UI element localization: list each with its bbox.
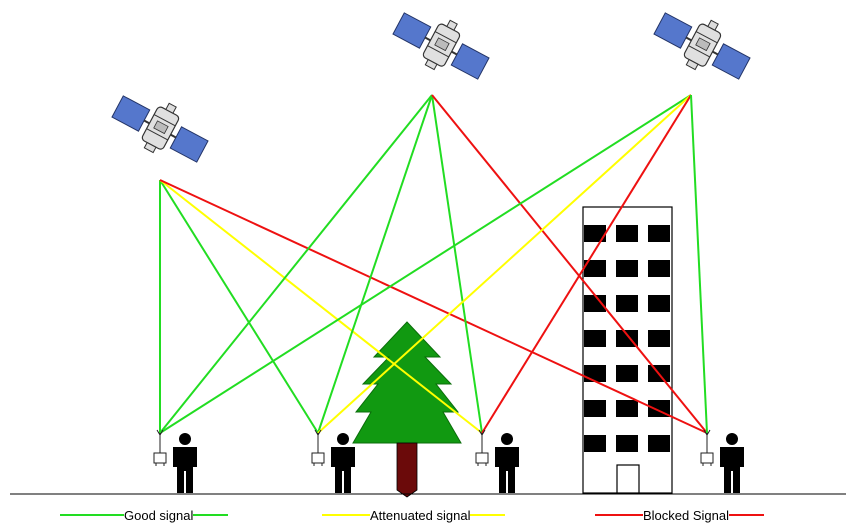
building-icon [582,206,673,494]
tree-icon [352,321,462,498]
signal-line-attenuated [317,94,692,434]
person-icon [331,433,355,493]
legend-blocked: Blocked Signal [595,507,764,523]
satellite-icon [386,0,498,91]
signal-line-attenuated [159,179,483,434]
legend-attenuated-line [322,514,370,516]
building-window [616,225,638,242]
signal-line-blocked [159,179,708,434]
building-window [584,365,606,382]
gps-receiver-icon [475,429,489,467]
signal-line-blocked [481,94,692,434]
person-icon [173,433,197,493]
signal-lines [159,94,708,434]
signal-line-good [690,94,708,434]
signal-line-good [317,94,433,434]
building-window [616,295,638,312]
building-window [584,400,606,417]
signal-line-good [431,94,483,434]
legend-blocked-line [595,514,643,516]
building-window [648,225,670,242]
signal-line-good [159,94,433,434]
legend-good-label: Good signal [124,507,194,523]
gps-receiver-icon [153,429,167,467]
legend-good-line [60,514,124,516]
signal-line-blocked [431,94,708,434]
building-window [648,260,670,277]
legend-good: Good signal [60,507,229,523]
legend-attenuated-line [470,514,506,516]
legend-attenuated: Attenuated signal [322,507,506,523]
building-window [648,330,670,347]
building-window [584,435,606,452]
satellite-icon [105,81,217,174]
satellite-icon [647,0,759,91]
building-window [616,400,638,417]
building-window [648,435,670,452]
signal-line-good [159,179,319,434]
building-window [584,260,606,277]
building-window [584,225,606,242]
person-icon [720,433,744,493]
building-window [648,295,670,312]
signal-line-good [159,94,692,434]
legend-blocked-line [729,514,764,516]
building-window [584,330,606,347]
legend-good-line [193,514,229,516]
building-window [584,295,606,312]
legend-attenuated-label: Attenuated signal [370,507,471,523]
building-window [616,260,638,277]
building-window [616,435,638,452]
legend-blocked-label: Blocked Signal [643,507,729,523]
building-window [616,365,638,382]
gps-receiver-icon [311,429,325,467]
person-icon [495,433,519,493]
gps-receiver-icon [700,429,714,467]
